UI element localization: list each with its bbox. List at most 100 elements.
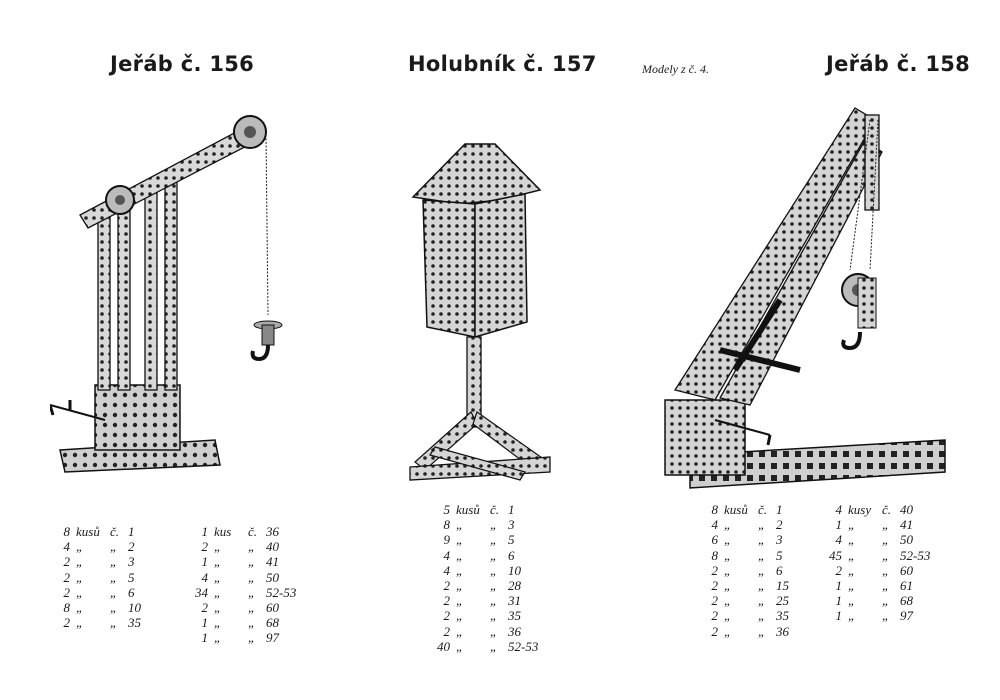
parts-cell: 9 [443,532,451,548]
parts-cell: 10 [508,562,521,578]
parts-cell: 8 [63,600,71,616]
parts-cell: 4 [201,569,209,585]
parts-row: 2„„35 [696,608,810,623]
parts-cell: „ [456,578,464,594]
parts-cell: 35 [128,615,141,631]
parts-cell: „ [214,569,222,585]
parts-cell: „ [848,547,856,563]
parts-cell: č. [758,502,768,517]
parts-cell: 4 [443,547,451,563]
parts-cell: „ [110,569,118,585]
parts-row: 6„„3 [696,532,810,547]
parts-cell: „ [456,608,464,624]
parts-row: 4„„50 [186,570,300,585]
parts-cell: 31 [508,593,521,609]
parts-cell: „ [882,517,890,533]
parts-cell: „ [882,547,890,563]
parts-cell: č. [248,524,258,539]
parts-cell: kus [214,524,232,539]
parts-cell: „ [214,554,222,570]
parts-row: 2„„60 [186,600,300,615]
title-model-156: Jeřáb č. 156 [110,52,255,76]
parts-cell: 36 [508,623,521,639]
parts-cell: 1 [128,524,135,539]
parts-cell: „ [882,578,890,594]
parts-cell: 8 [63,524,71,539]
parts-cell: 10 [128,600,141,616]
parts-row: 1„„97 [820,608,934,623]
parts-cell: „ [214,630,222,646]
parts-cell: „ [490,517,498,533]
parts-cell: č. [882,502,892,517]
parts-row: 34„„52-53 [186,585,300,600]
parts-cell: „ [456,547,464,563]
parts-cell: „ [110,554,118,570]
parts-cell: 2 [835,562,843,578]
parts-cell: 6 [711,532,719,548]
parts-cell: „ [848,593,856,609]
parts-cell: 40 [266,539,279,555]
parts-cell: „ [490,578,498,594]
parts-cell: 52-53 [508,638,539,654]
parts-cell: 4 [835,502,843,517]
parts-row: 1„„68 [820,593,934,608]
parts-cell: 60 [266,600,279,616]
parts-cell: „ [758,532,766,548]
parts-cell: „ [848,608,856,624]
parts-cell: „ [724,547,732,563]
parts-cell: „ [882,532,890,548]
parts-cell: „ [490,623,498,639]
parts-cell: kusů [76,524,100,539]
parts-cell: „ [490,547,498,563]
parts-cell: „ [758,593,766,609]
parts-row: 2„„6 [48,585,162,600]
parts-cell: „ [248,600,256,616]
parts-row: 8„„5 [696,548,810,563]
parts-cell: 2 [776,517,783,533]
parts-cell: 1 [508,502,515,517]
parts-cell: 8 [711,547,719,563]
parts-cell: 2 [711,593,719,609]
parts-cell: 2 [443,578,451,594]
parts-row: 2„„5 [48,570,162,585]
parts-cell: „ [724,608,732,624]
parts-cell: 2 [63,584,71,600]
parts-cell: „ [248,539,256,555]
parts-cell: 1 [776,502,783,517]
parts-cell: „ [456,532,464,548]
parts-cell: 2 [128,539,135,555]
parts-row: 2„„3 [48,554,162,569]
parts-cell: „ [758,547,766,563]
parts-cell: „ [490,608,498,624]
parts-cell: 2 [201,600,209,616]
parts-cell: 61 [900,578,913,594]
parts-cell: kusů [724,502,748,517]
parts-cell: „ [848,532,856,548]
parts-cell: 45 [829,547,842,563]
parts-cell: 2 [443,593,451,609]
parts-cell: „ [882,608,890,624]
parts-cell: 2 [711,578,719,594]
parts-cell: 25 [776,593,789,609]
parts-row: 8„„3 [428,517,542,532]
parts-cell: „ [248,554,256,570]
parts-cell: „ [214,539,222,555]
parts-row: 4„„2 [48,539,162,554]
parts-cell: 2 [711,562,719,578]
parts-cell: 35 [776,608,789,624]
parts-row: 2 „ „ 40 [186,539,300,554]
parts-cell: 4 [443,562,451,578]
parts-cell: 52-53 [900,547,931,563]
parts-row: 4„„10 [428,563,542,578]
parts-cell: „ [110,584,118,600]
parts-cell: 2 [201,539,209,555]
parts-cell: 97 [266,630,279,646]
parts-cell: kusů [456,502,480,517]
